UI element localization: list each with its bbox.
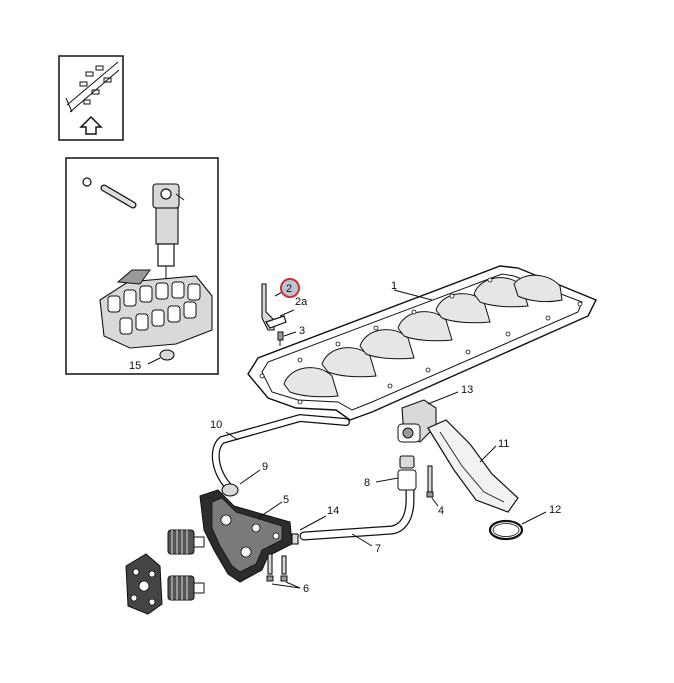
inset-valve-assembly: [99, 269, 213, 349]
part-1-gasket: [247, 265, 597, 421]
callout-10: 10: [210, 419, 222, 431]
callout-12: 12: [549, 504, 561, 516]
part-14-clip: [291, 515, 327, 545]
part-7-pipe: [299, 481, 415, 547]
callout-3: 3: [299, 325, 305, 337]
inset-seal-15: [147, 349, 175, 365]
part-3-bolt: [277, 331, 297, 346]
overview-thumbnail-sketch: [65, 61, 120, 113]
inset-rod: [82, 177, 137, 209]
callout-4: 4: [438, 505, 444, 517]
part-10-hose: [211, 413, 350, 490]
part-5-oil-pump: [199, 489, 293, 583]
pump-cover: [125, 553, 163, 615]
callout-1: 1: [391, 280, 397, 292]
part-11-pickup-tube: [427, 419, 519, 513]
part-9-connector: [221, 469, 261, 497]
pump-gears: [167, 529, 205, 601]
part-2-bracket: [261, 283, 295, 331]
callout-9: 9: [262, 461, 268, 473]
detail-inset: 15: [65, 157, 219, 375]
part-6-bolts: [266, 553, 301, 589]
callout-2a: 2a: [295, 296, 308, 308]
overview-thumbnail[interactable]: [58, 55, 124, 141]
callout-8: 8: [364, 477, 370, 489]
part-12-o-ring: [488, 511, 547, 541]
inset-injector: [152, 183, 185, 310]
callout-5: 5: [283, 494, 289, 506]
callout-6: 6: [303, 583, 309, 595]
part-4-bolt: [426, 465, 439, 507]
callout-14: 14: [327, 505, 339, 517]
up-arrow-icon[interactable]: [79, 115, 103, 135]
callout-2[interactable]: 2: [286, 283, 292, 295]
callout-11: 11: [498, 438, 509, 450]
callout-15: 15: [129, 360, 141, 372]
highlight-callout-2[interactable]: 2: [280, 278, 300, 298]
callout-7: 7: [375, 543, 381, 555]
callout-13: 13: [461, 384, 473, 396]
part-8-fitting: [375, 455, 417, 491]
